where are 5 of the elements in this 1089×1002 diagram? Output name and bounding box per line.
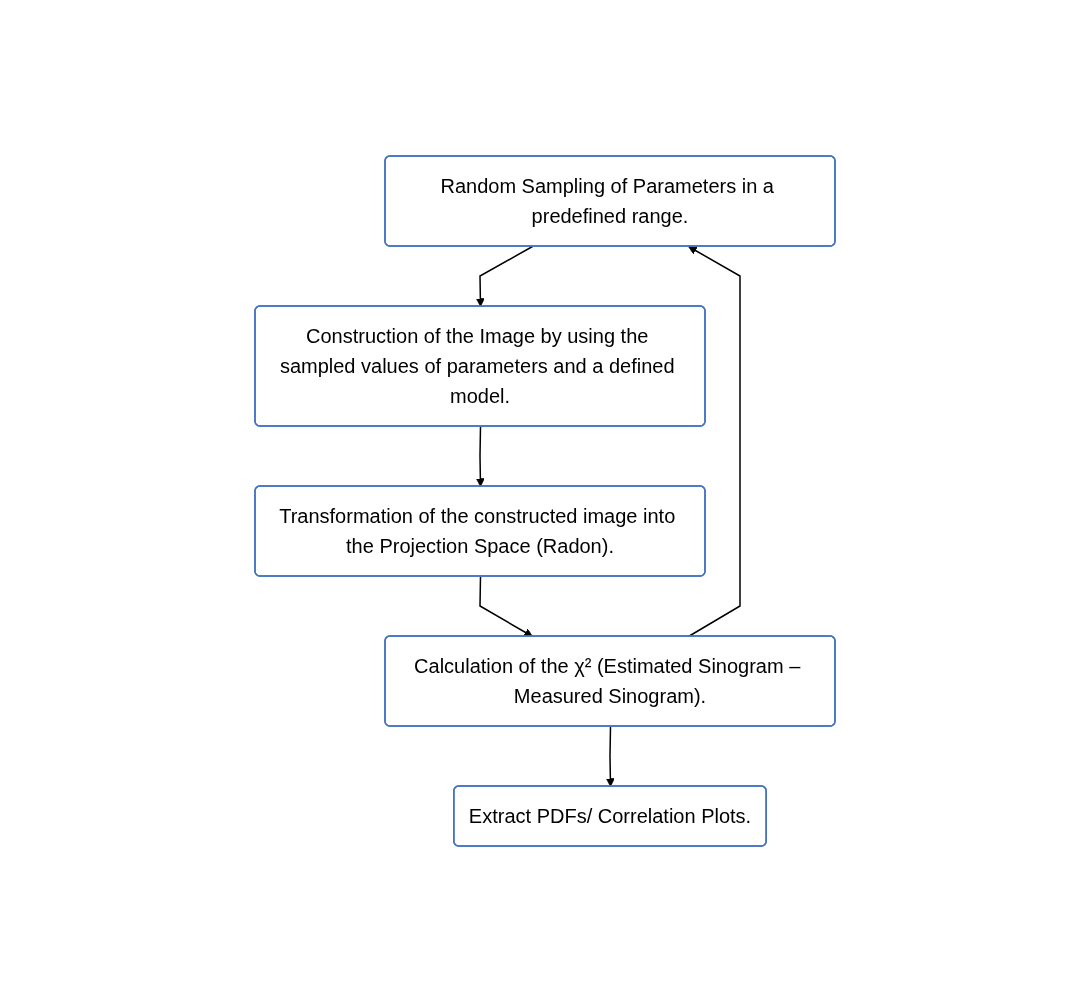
arrow — [478, 575, 533, 637]
arrow — [687, 246, 741, 638]
arrow — [475, 245, 533, 307]
arrow — [475, 425, 485, 487]
arrow — [605, 725, 615, 787]
